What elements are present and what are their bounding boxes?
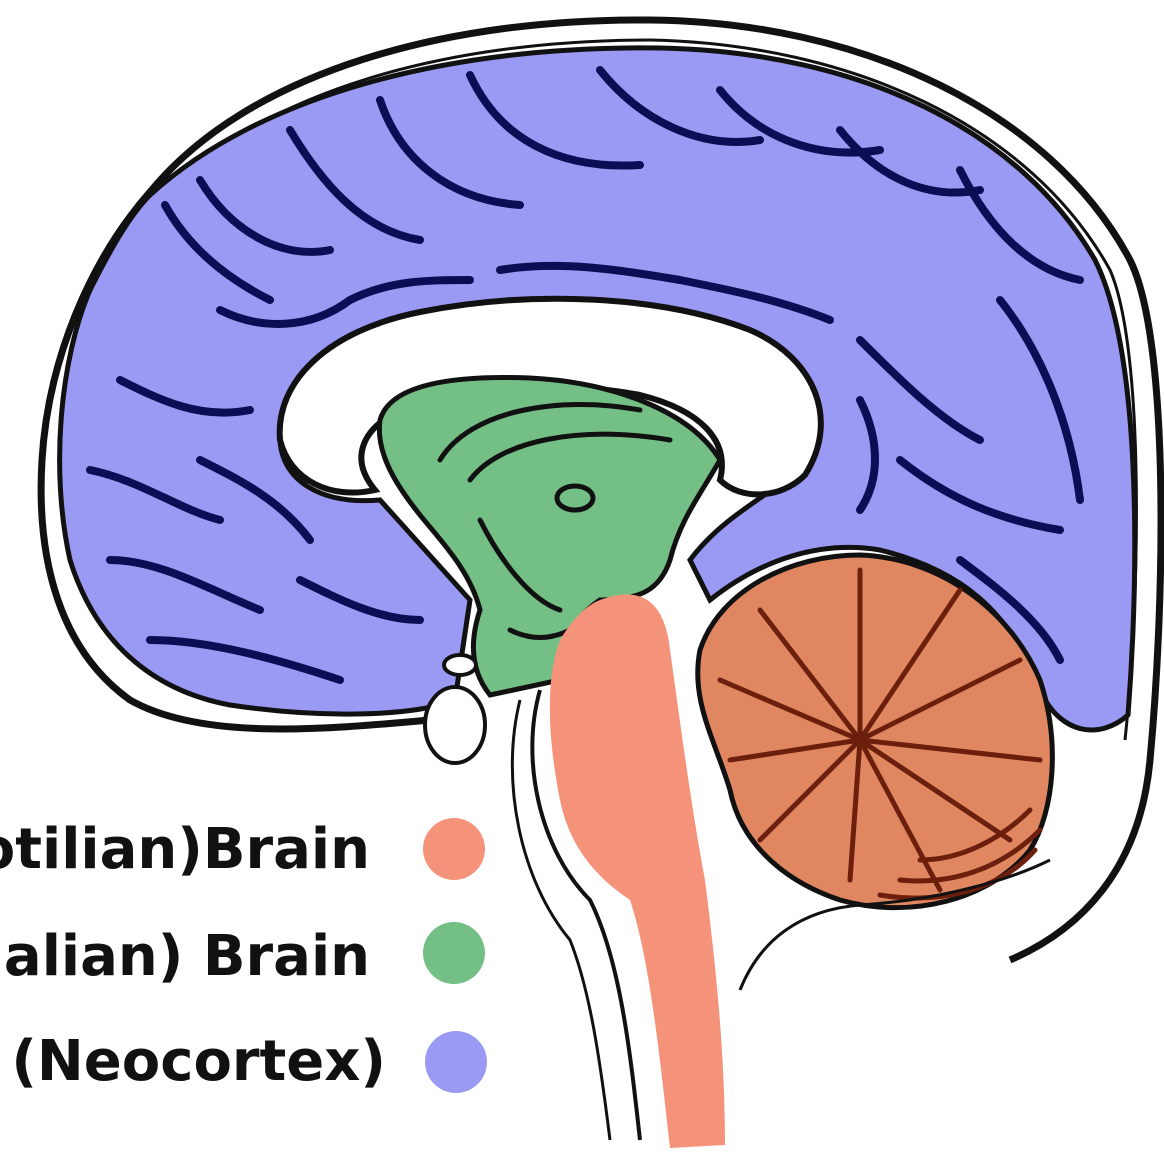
legend-label-neocortex: (Neocortex) (11, 1030, 386, 1094)
legend-dot-neocortex (425, 1031, 487, 1093)
legend-label-mammalian: alian) Brain (4, 925, 370, 989)
legend-dot-mammalian (423, 922, 485, 984)
legend-label-reptilian: otilian)Brain (0, 818, 370, 882)
legend-dot-reptilian (423, 818, 485, 880)
